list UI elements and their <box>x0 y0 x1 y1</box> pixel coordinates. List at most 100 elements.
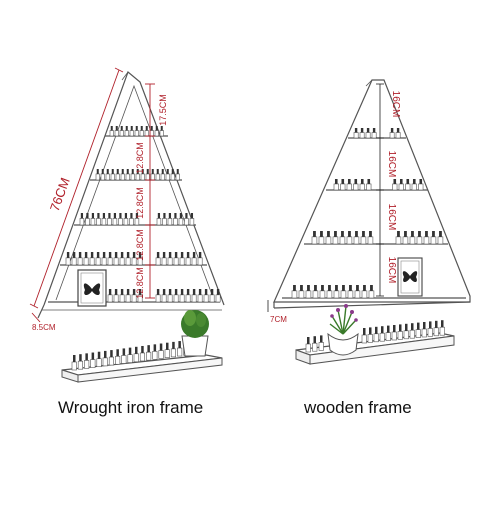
nail-polish-bottle <box>65 252 71 266</box>
nail-polish-bottle <box>140 169 145 181</box>
gap-label-4: 12.8CM <box>135 229 145 261</box>
nail-polish-bottle <box>160 169 165 181</box>
caption-wrought-iron: Wrought iron frame <box>58 398 204 417</box>
nail-polish-bottle <box>145 169 150 181</box>
nail-polish-bottle <box>107 213 112 226</box>
nail-polish-bottle <box>360 231 367 245</box>
right-depth-label: 7CM <box>270 315 287 324</box>
right-bottles <box>291 128 444 299</box>
nail-polish-bottle <box>156 213 162 226</box>
nail-polish-bottle <box>79 213 85 226</box>
nail-polish-bottle <box>146 345 152 361</box>
nail-polish-bottle <box>124 126 129 137</box>
nail-polish-bottle <box>405 179 411 191</box>
nail-polish-bottle <box>131 252 137 266</box>
nail-polish-bottle <box>439 320 445 336</box>
nail-polish-bottle <box>402 231 409 245</box>
nail-polish-bottle <box>119 289 125 303</box>
nail-polish-bottle <box>354 285 361 299</box>
nail-polish-bottle <box>114 126 119 137</box>
nail-polish-bottle <box>347 285 354 299</box>
nail-polish-bottle <box>215 289 221 303</box>
nail-polish-bottle <box>152 344 158 360</box>
nail-polish-bottle <box>167 213 173 226</box>
nail-polish-bottle <box>312 336 318 352</box>
caption-wooden: wooden frame <box>304 398 412 417</box>
nail-polish-bottle <box>155 252 161 266</box>
nail-polish-bottle <box>161 289 167 303</box>
nail-polish-bottle <box>102 350 108 367</box>
nail-polish-bottle <box>77 252 83 266</box>
nail-polish-bottle <box>175 169 180 181</box>
nail-polish-bottle <box>379 326 385 342</box>
nail-polish-bottle <box>167 252 173 266</box>
nail-polish-bottle <box>139 345 145 362</box>
nail-polish-bottle <box>121 348 127 364</box>
nail-polish-bottle <box>155 289 161 303</box>
nail-polish-bottle <box>298 285 305 299</box>
nail-polish-bottle <box>144 126 149 137</box>
nail-polish-bottle <box>333 179 339 191</box>
left-dimension-lines <box>29 67 155 323</box>
nail-polish-bottle <box>107 252 113 266</box>
nail-polish-bottle <box>397 324 403 340</box>
nail-polish-bottle <box>125 289 131 303</box>
nail-polish-bottle <box>101 252 107 266</box>
nail-polish-bottle <box>113 289 119 303</box>
nail-polish-bottle <box>130 169 135 181</box>
nail-polish-bottle <box>101 213 107 226</box>
nail-polish-bottle <box>398 179 404 191</box>
nail-polish-bottle <box>312 285 319 299</box>
nail-polish-bottle <box>135 169 140 181</box>
nail-polish-bottle <box>318 335 324 351</box>
nail-polish-bottle <box>367 231 374 245</box>
potted-plant-left <box>181 310 209 357</box>
nail-polish-bottle <box>178 213 184 226</box>
nail-polish-bottle <box>359 128 365 139</box>
nail-polish-bottle <box>311 231 318 245</box>
nail-polish-bottle <box>159 126 164 137</box>
nail-polish-bottle <box>112 213 118 226</box>
nail-polish-bottle <box>416 231 423 245</box>
nail-polish-bottle <box>123 213 129 226</box>
nail-polish-bottle <box>100 169 105 181</box>
nail-polish-bottle <box>411 179 417 191</box>
nail-polish-bottle <box>129 213 134 226</box>
nail-polish-bottle <box>427 321 433 337</box>
nail-polish-bottle <box>96 213 101 226</box>
right-gap-label-4: 16CM <box>386 257 397 284</box>
nail-polish-bottle <box>359 179 365 191</box>
nail-polish-bottle <box>371 128 377 139</box>
nail-polish-bottle <box>83 252 89 266</box>
nail-polish-bottle <box>165 169 170 181</box>
nail-polish-bottle <box>105 169 110 181</box>
nail-polish-bottle <box>421 322 427 338</box>
height-dimension-label: 76CM <box>47 176 73 214</box>
nail-polish-bottle <box>373 326 379 343</box>
floating-shelf-right-bottles <box>305 320 445 353</box>
nail-polish-bottle <box>177 341 183 357</box>
nail-polish-bottle <box>418 179 424 191</box>
potted-plant-right <box>327 304 359 356</box>
nail-polish-bottle <box>108 350 114 366</box>
nail-polish-bottle <box>173 252 179 266</box>
nail-polish-bottle <box>127 347 133 363</box>
gap-label-top: 17.5CM <box>158 94 168 126</box>
nail-polish-bottle <box>95 169 100 181</box>
depth-dimension-label: 8.5CM <box>32 323 56 332</box>
nail-polish-bottle <box>170 169 175 181</box>
nail-polish-bottle <box>291 285 298 299</box>
nail-polish-bottle <box>109 126 114 137</box>
nail-polish-bottle <box>340 285 347 299</box>
nail-polish-bottle <box>167 289 173 303</box>
nail-polish-bottle <box>137 252 143 266</box>
nail-polish-bottle <box>305 285 312 299</box>
nail-polish-bottle <box>333 285 340 299</box>
nail-polish-bottle <box>129 126 134 137</box>
gap-label-5: 12.8CM <box>135 267 145 299</box>
butterfly-picture-frame-right <box>397 257 423 297</box>
nail-polish-bottle <box>433 320 439 337</box>
nail-polish-bottle <box>179 289 185 303</box>
right-gap-label-3: 16CM <box>386 204 397 231</box>
